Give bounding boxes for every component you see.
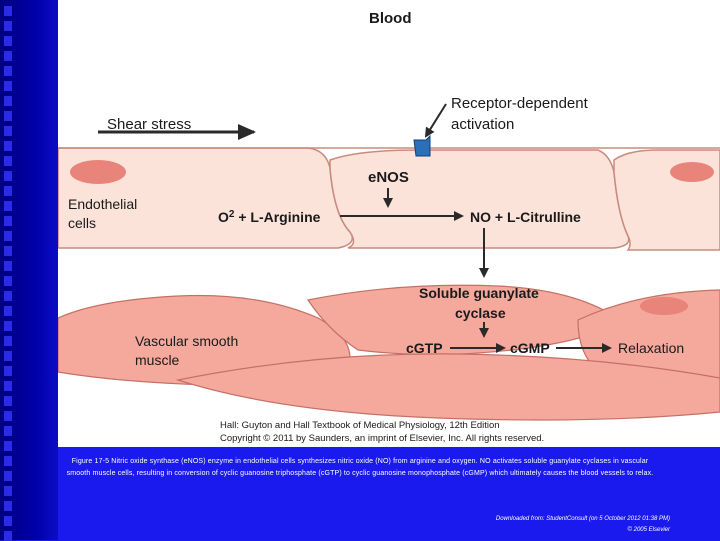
strip-tick (4, 516, 12, 526)
product-label: NO + L-Citrulline (470, 209, 581, 225)
strip-tick (4, 486, 12, 496)
credit-line-2: Copyright © 2011 by Saunders, an imprint… (220, 433, 544, 444)
figure-caption: Figure 17-5 Nitric oxide synthase (eNOS)… (66, 458, 654, 477)
shear-stress-label: Shear stress (107, 116, 191, 133)
strip-tick (4, 456, 12, 466)
strip-tick (4, 531, 12, 541)
vsm-label-line1: Vascular smooth (135, 333, 238, 349)
reactants-label: O2 + L-Arginine (218, 209, 321, 225)
muscle-cell-bottom (175, 353, 720, 421)
figure-panel: Blood Shear stress Receptor-dependent ac… (58, 0, 720, 447)
strip-tick (4, 366, 12, 376)
endothelial-nucleus-left (70, 160, 126, 184)
copyright-line: © 2005 Elsevier (627, 527, 670, 533)
strip-tick (4, 51, 12, 61)
endothelial-nucleus-right (670, 162, 714, 182)
strip-tick (4, 501, 12, 511)
cgtp-label: cGTP (406, 340, 443, 356)
strip-tick (4, 216, 12, 226)
strip-tick (4, 261, 12, 271)
strip-tick (4, 201, 12, 211)
strip-tick (4, 36, 12, 46)
strip-tick (4, 111, 12, 121)
muscle-nucleus (640, 297, 688, 315)
strip-tick (4, 321, 12, 331)
strip-tick (4, 336, 12, 346)
strip-tick (4, 141, 12, 151)
strip-tick (4, 381, 12, 391)
endothelial-cell-middle (329, 149, 630, 249)
endothelial-label-line1: Endothelial (68, 196, 137, 212)
strip-tick (4, 441, 12, 451)
strip-tick (4, 351, 12, 361)
enos-label: eNOS (368, 169, 409, 186)
left-decorative-strip (0, 0, 58, 541)
strip-tick (4, 291, 12, 301)
cgmp-label: cGMP (510, 340, 550, 356)
nitric-oxide-pathway-diagram: Blood Shear stress Receptor-dependent ac… (58, 10, 720, 444)
strip-tick (4, 81, 12, 91)
strip-tick (4, 426, 12, 436)
strip-tick (4, 231, 12, 241)
strip-tick (4, 66, 12, 76)
sgc-label-line1: Soluble guanylate (419, 285, 539, 301)
strip-tick (4, 246, 12, 256)
strip-tick (4, 6, 12, 16)
endothelial-layer (58, 147, 720, 251)
strip-tick (4, 306, 12, 316)
strip-tick (4, 21, 12, 31)
blood-label: Blood (369, 10, 412, 27)
sgc-label-line2: cyclase (455, 305, 506, 321)
strip-tick (4, 126, 12, 136)
strip-tick (4, 471, 12, 481)
endothelial-label-line2: cells (68, 215, 96, 231)
source-line: Downloaded from: StudentConsult (on 5 Oc… (495, 516, 670, 522)
vsm-label-line2: muscle (135, 352, 180, 368)
strip-tick (4, 156, 12, 166)
receptor-icon (413, 134, 431, 157)
smooth-muscle-layer (58, 284, 720, 421)
muscle-cell-left (58, 294, 351, 387)
strip-tick (4, 276, 12, 286)
receptor-arrow (424, 103, 447, 138)
receptor-label-line2: activation (451, 116, 514, 133)
strip-tick (4, 96, 12, 106)
strip-tick (4, 411, 12, 421)
relaxation-label: Relaxation (618, 340, 684, 356)
strip-tick (4, 396, 12, 406)
strip-tick (4, 171, 12, 181)
receptor-label-line1: Receptor-dependent (451, 95, 589, 112)
credit-line-1: Hall: Guyton and Hall Textbook of Medica… (220, 420, 500, 431)
strip-tick (4, 186, 12, 196)
